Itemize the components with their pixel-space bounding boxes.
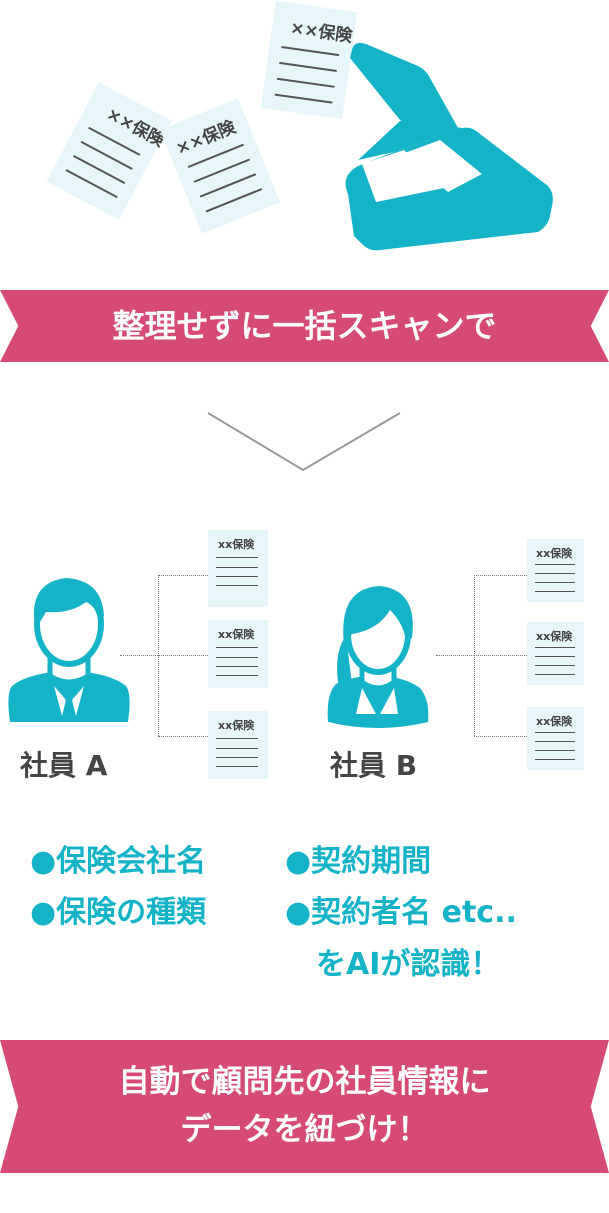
document-icon: ××保険 — [46, 82, 172, 220]
banner-bottom: 自動で顧問先の社員情報に データを紐づけ！ — [0, 1040, 609, 1173]
female-employee-icon — [327, 586, 429, 728]
document-icon: xx保険 — [208, 530, 268, 607]
scanner-icon — [345, 42, 553, 251]
employee-a-label: 社員 A — [20, 749, 108, 782]
document-icon: xx保険 — [527, 539, 584, 602]
employee-b-label: 社員 B — [330, 749, 418, 782]
bullet-item: ●保険会社名 — [30, 844, 207, 879]
document-icon: ××保険 — [160, 98, 280, 234]
male-employee-icon — [8, 578, 130, 722]
bullet-tail: をAIが認識！ — [316, 947, 501, 982]
document-icon: xx保険 — [527, 707, 584, 770]
document-icon: xx保険 — [208, 620, 268, 688]
bullet-item: ●契約者名 etc.. — [285, 895, 517, 930]
banner-top: 整理せずに一括スキャンで — [0, 290, 609, 362]
document-icon: xx保険 — [208, 711, 268, 779]
bullet-item: ●契約期間 — [285, 844, 432, 879]
bullet-item: ●保険の種類 — [30, 895, 207, 930]
document-icon: xx保険 — [527, 622, 584, 685]
chevron-down-icon — [207, 412, 401, 472]
